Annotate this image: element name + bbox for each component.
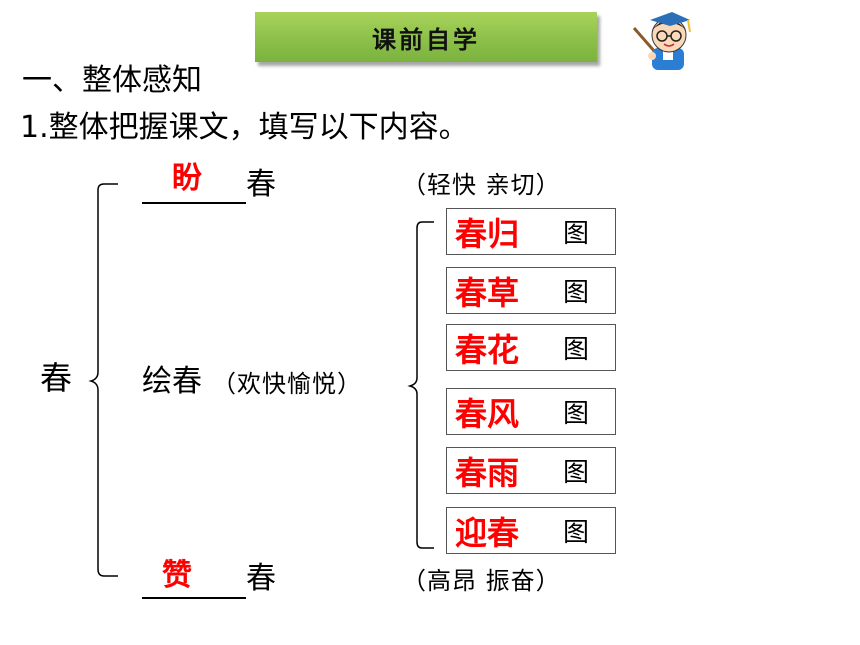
top-branch-label: 春	[246, 167, 276, 202]
picture-suffix: 图	[563, 518, 590, 548]
fill-blank-top	[142, 202, 246, 204]
picture-name: 迎春	[455, 513, 520, 552]
picture-name: 春花	[455, 330, 520, 369]
middle-branch-note: （欢快愉悦）	[212, 370, 362, 398]
section-banner: 课前自学	[255, 12, 597, 62]
top-branch-note: （轻快 亲切）	[402, 171, 561, 199]
fill-blank-bottom	[142, 597, 246, 599]
picture-name: 春归	[455, 214, 520, 253]
task-instruction: 1.整体把握课文，填写以下内容。	[20, 110, 469, 145]
middle-branch-label: 绘春	[142, 364, 202, 399]
picture-suffix: 图	[563, 458, 590, 488]
picture-suffix: 图	[563, 278, 590, 308]
picture-name: 春草	[455, 273, 520, 312]
answer-pan: 盼	[172, 161, 202, 196]
picture-suffix: 图	[563, 219, 590, 249]
picture-name: 春雨	[455, 453, 520, 492]
answer-zan: 赞	[162, 558, 192, 593]
section-heading: 一、整体感知	[22, 63, 202, 98]
picture-box: 春雨 图	[446, 447, 616, 494]
picture-suffix: 图	[563, 335, 590, 365]
bottom-branch-note: （高昂 振奋）	[402, 567, 561, 595]
picture-name: 春风	[455, 394, 520, 433]
picture-suffix: 图	[563, 399, 590, 429]
banner-title: 课前自学	[372, 24, 480, 54]
picture-box: 春草 图	[446, 267, 616, 314]
picture-box: 迎春 图	[446, 507, 616, 554]
picture-box: 春风 图	[446, 388, 616, 435]
picture-box: 春归 图	[446, 208, 616, 255]
picture-box: 春花 图	[446, 324, 616, 371]
outline-root: 春	[40, 359, 73, 397]
teacher-mascot-icon	[632, 12, 691, 70]
bottom-branch-label: 春	[246, 561, 276, 596]
